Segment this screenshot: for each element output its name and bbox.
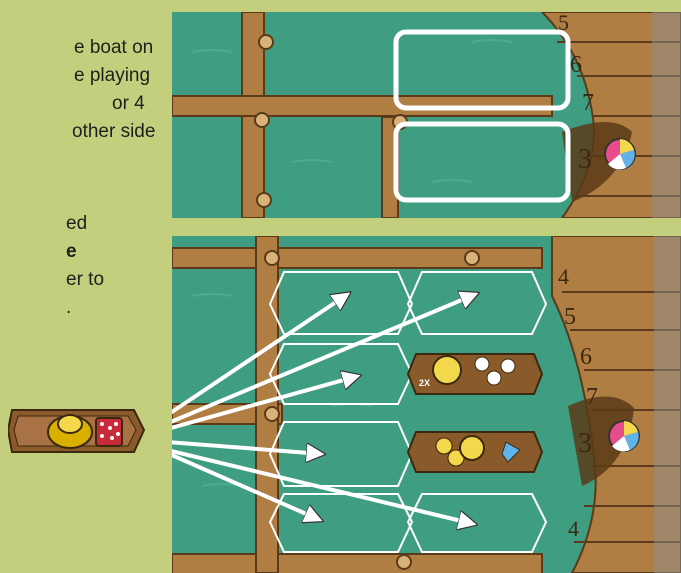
dock-number: 3 xyxy=(578,428,592,459)
dock-number: 7 xyxy=(586,384,598,410)
rules-line-8: . xyxy=(66,297,71,319)
boat-badge: 2X xyxy=(419,378,430,388)
dock-number: 5 xyxy=(564,304,576,330)
rules-line-2: e playing xyxy=(74,65,150,87)
dock-number: 7 xyxy=(582,90,594,116)
top-board-illustration: 5 6 7 3 xyxy=(172,12,681,218)
illustration-top: 5 6 7 3 xyxy=(172,12,681,218)
player-boat xyxy=(8,388,148,472)
dock-number: 4 xyxy=(558,264,569,289)
bottom-board-illustration: 4 5 6 7 3 4 2X xyxy=(172,236,681,573)
dock-number: 6 xyxy=(580,344,592,370)
dock-number: 4 xyxy=(568,516,579,541)
rules-line-5: ed xyxy=(66,213,87,235)
rules-line-1: e boat on xyxy=(74,37,153,59)
dock-number: 3 xyxy=(578,144,592,175)
boat-with-goods-1: 2X xyxy=(408,354,542,394)
dock-number: 6 xyxy=(570,52,582,78)
boat-with-goods-2 xyxy=(408,432,542,472)
rules-line-7: er to xyxy=(66,269,104,291)
illustration-bottom: 4 5 6 7 3 4 2X xyxy=(172,236,681,573)
rules-line-3: or 4 xyxy=(112,93,145,115)
rules-line-4: other side xyxy=(72,121,155,143)
rules-line-6: e xyxy=(66,241,77,263)
